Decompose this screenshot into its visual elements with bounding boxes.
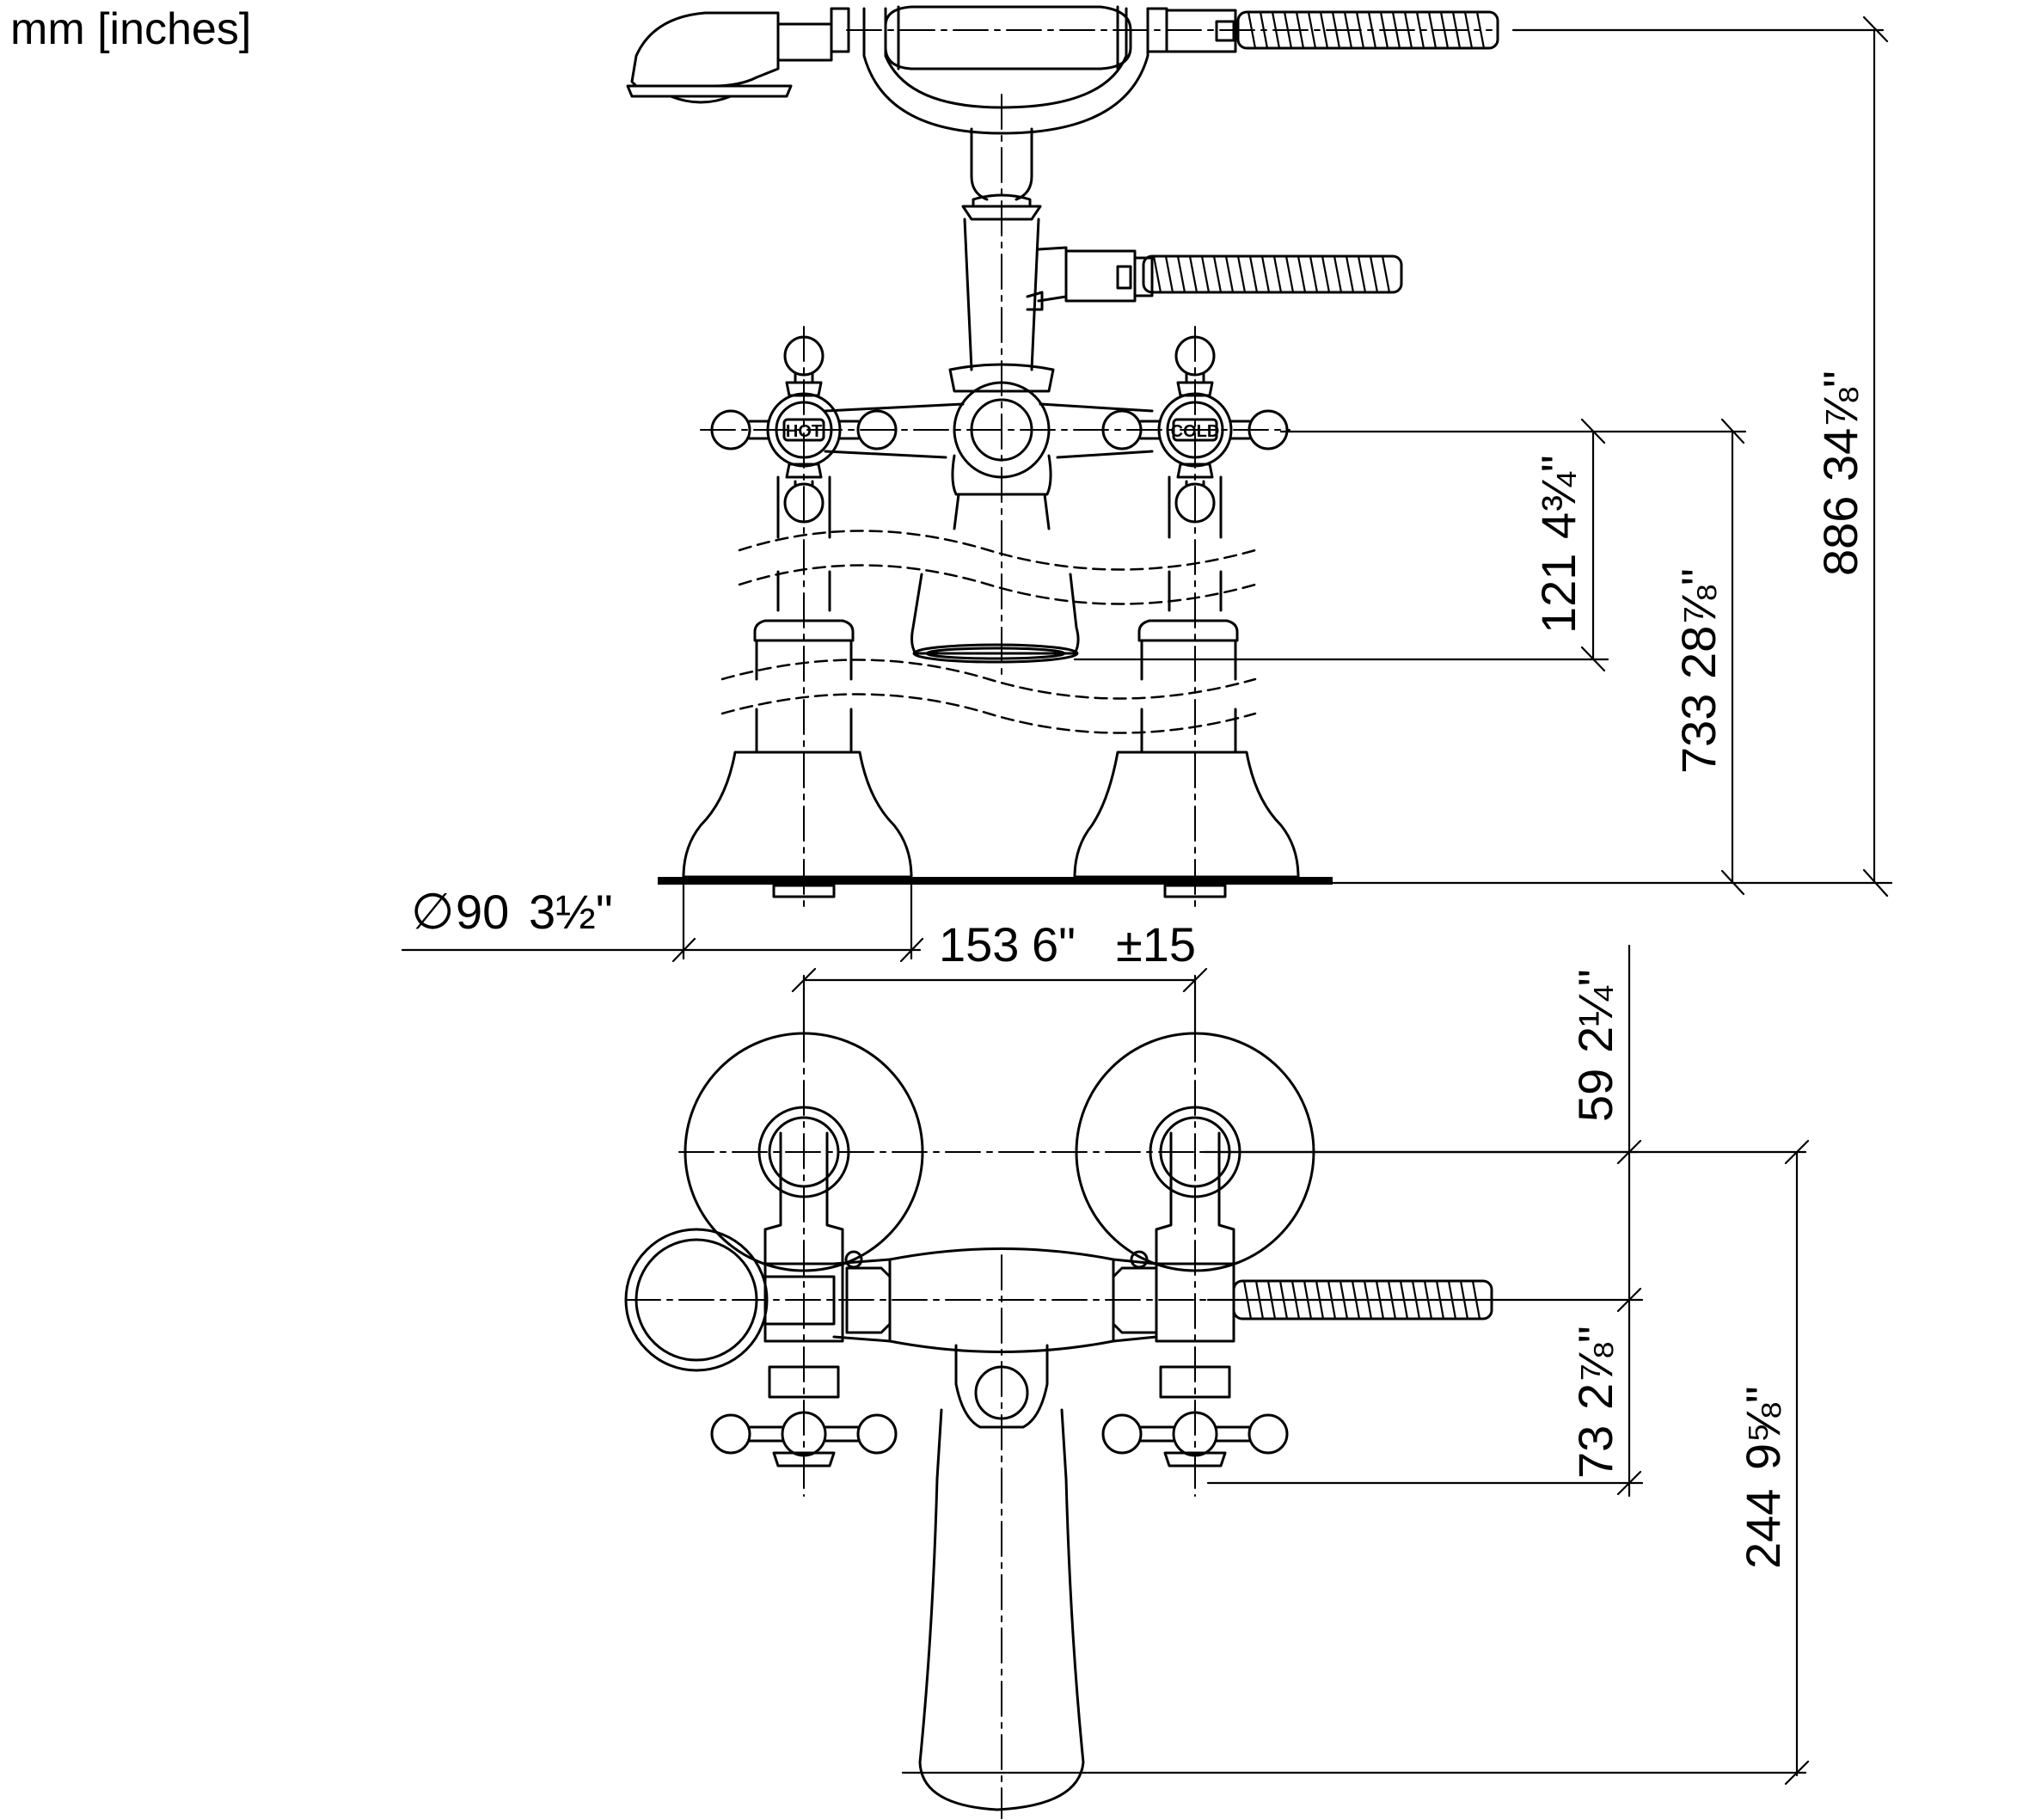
deck-surface: [658, 877, 1333, 885]
dim-centers-tolerance: ±15: [1116, 917, 1196, 971]
dim-depth-back-inch: 2¼": [1568, 969, 1622, 1053]
hot-label: HOT: [786, 422, 822, 441]
dim-depth-front: 73 2⅞": [1568, 1326, 1622, 1479]
dim-total-height-inch: 34⅞": [1813, 371, 1867, 481]
dim-total-height-mm: 886: [1813, 496, 1867, 576]
dim-depth-front-inch: 2⅞": [1568, 1326, 1622, 1410]
units-label: mm [inches]: [10, 4, 252, 54]
dim-flange-diameter-mm: 90: [456, 885, 509, 939]
break-lines: [720, 530, 1257, 734]
dim-depth-front-mm: 73: [1568, 1425, 1622, 1479]
cold-label: COLD: [1171, 422, 1220, 441]
dim-spout-reach-mm: 244: [1736, 1489, 1790, 1569]
dim-centers-mm: 153: [939, 917, 1019, 971]
dim-depth-back-mm: 59: [1568, 1069, 1622, 1122]
dim-flange-diameter-symbol: ∅: [411, 884, 455, 940]
mixer-body: [824, 363, 1154, 530]
dim-spout-reach-inch: 9⅝": [1736, 1386, 1790, 1470]
dim-total-height: 886 34⅞": [1813, 371, 1867, 576]
hand-shower: [626, 5, 1237, 135]
dim-spout-reach: 244 9⅝": [1736, 1386, 1790, 1569]
dimension-lines: [401, 15, 1893, 1786]
dim-depth-back: 59 2¼": [1568, 969, 1622, 1122]
dim-spout-height: 733 28⅞": [1671, 568, 1726, 774]
dim-handle-offset-mm: 121: [1531, 554, 1585, 634]
plan-view: [624, 1026, 1514, 1819]
dim-flange-diameter-inch: 3½": [529, 885, 613, 939]
hose-outlet: [1026, 246, 1403, 311]
riser-left: [682, 475, 913, 898]
dim-spout-height-inch: 28⅞": [1671, 568, 1726, 679]
dim-flange-diameter: ∅ 90 3½": [411, 884, 613, 940]
dim-centers-inch: 6": [1032, 917, 1076, 971]
front-view: [626, 5, 1499, 912]
center-lines-front: [700, 29, 1493, 912]
dim-centers: 153 6" ±15: [939, 917, 1196, 971]
riser-right: [1073, 475, 1300, 898]
dim-handle-offset-inch: 4¾": [1531, 455, 1585, 539]
spout-front: [910, 573, 1080, 664]
dim-spout-height-mm: 733: [1671, 694, 1726, 774]
dim-handle-offset: 121 4¾": [1531, 455, 1585, 634]
